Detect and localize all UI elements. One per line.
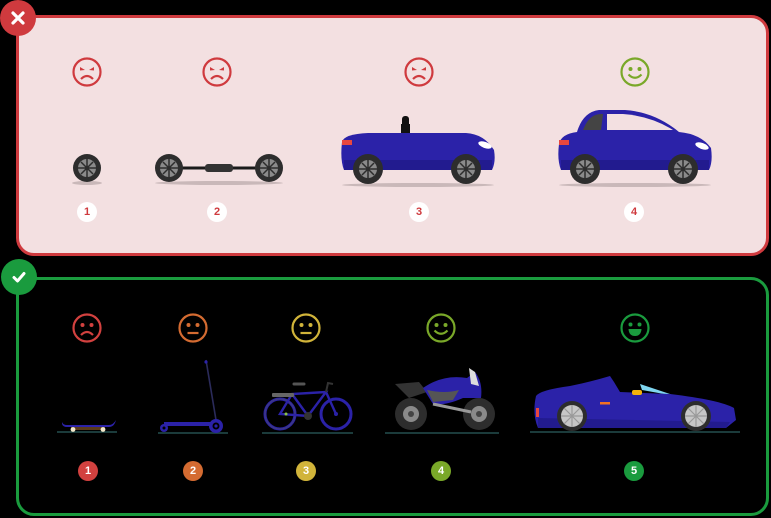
angry-face-icon [72, 57, 102, 87]
step-number: 1 [78, 461, 98, 481]
step-number: 3 [409, 202, 429, 222]
very-happy-face-icon [620, 313, 650, 343]
step-number: 5 [624, 461, 644, 481]
happy-face-icon [426, 313, 456, 343]
wrong-badge [0, 0, 36, 36]
step-number: 3 [296, 461, 316, 481]
angry-face-icon [404, 57, 434, 87]
complete-car-icon [558, 110, 712, 187]
roofless-car-icon [341, 116, 495, 187]
sad-face-icon [72, 313, 102, 343]
angry-face-icon [202, 57, 232, 87]
right-badge [1, 259, 37, 295]
neutral-face-icon [178, 313, 208, 343]
kick-scooter-icon [158, 359, 228, 434]
convertible-sports-car-icon [530, 376, 740, 433]
bicycle-icon [262, 381, 353, 434]
skateboard-icon [57, 420, 117, 433]
step-number: 2 [183, 461, 203, 481]
check-icon [12, 272, 26, 283]
axle-icon [155, 154, 283, 185]
neutral-face-icon [291, 313, 321, 343]
step-number: 4 [431, 461, 451, 481]
x-icon [11, 11, 25, 25]
wheel-icon [72, 154, 102, 185]
step-number: 1 [77, 202, 97, 222]
happy-face-icon [620, 57, 650, 87]
motorcycle-icon [385, 368, 499, 434]
step-number: 2 [207, 202, 227, 222]
step-number: 4 [624, 202, 644, 222]
